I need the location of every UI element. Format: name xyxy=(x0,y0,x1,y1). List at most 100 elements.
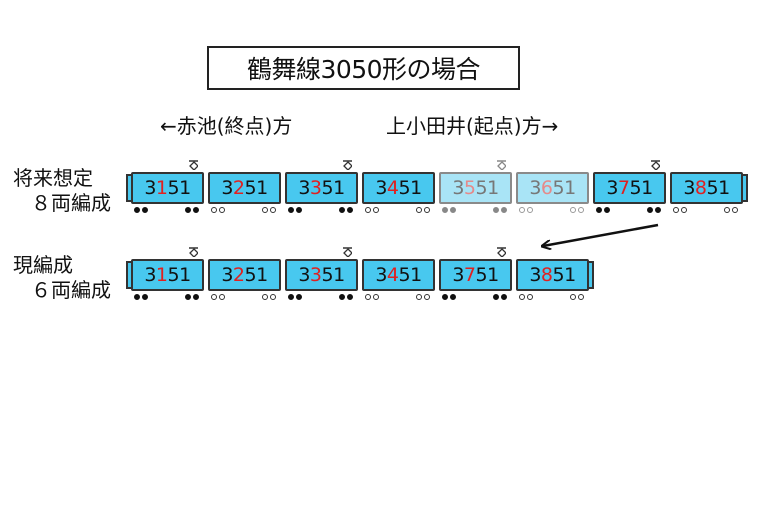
motor-wheel xyxy=(647,207,653,213)
wheel-set xyxy=(516,294,589,302)
car-number-prefix: 3 xyxy=(452,264,464,286)
motor-wheel xyxy=(347,294,353,300)
car-number-suffix: 51 xyxy=(475,264,500,286)
train-end-cap xyxy=(743,174,748,202)
trailer-wheel xyxy=(270,294,276,300)
wheel-set xyxy=(285,207,358,215)
row-label-line1: 将来想定 xyxy=(13,166,93,190)
car-number-prefix: 3 xyxy=(298,264,310,286)
trailer-wheel xyxy=(724,207,730,213)
motor-wheel xyxy=(193,207,199,213)
car-number-suffix: 51 xyxy=(321,177,346,199)
car-number-highlight: 4 xyxy=(386,264,399,286)
wheel-set xyxy=(670,207,743,215)
trailer-wheel xyxy=(373,294,379,300)
trailer-wheel xyxy=(673,207,679,213)
pantograph-icon xyxy=(343,247,352,257)
row-label-line1: 現編成 xyxy=(13,253,73,277)
motor-wheel xyxy=(193,294,199,300)
motor-wheel xyxy=(501,294,507,300)
car-number-prefix: 3 xyxy=(529,264,541,286)
trailer-wheel xyxy=(681,207,687,213)
trailer-wheel xyxy=(365,294,371,300)
trailer-wheel xyxy=(373,207,379,213)
motor-wheel xyxy=(442,294,448,300)
trailer-wheel xyxy=(365,207,371,213)
car-number-suffix: 51 xyxy=(475,177,500,199)
car-number-highlight: 7 xyxy=(463,264,476,286)
trailer-wheel xyxy=(570,294,576,300)
car-number-suffix: 51 xyxy=(321,264,346,286)
motor-wheel xyxy=(501,207,507,213)
motor-wheel xyxy=(142,207,148,213)
pantograph-icon xyxy=(497,247,506,257)
motor-wheel xyxy=(450,294,456,300)
car-number-highlight: 8 xyxy=(540,264,553,286)
car-number-prefix: 3 xyxy=(298,177,310,199)
car-number-suffix: 51 xyxy=(552,264,577,286)
wheel-set xyxy=(439,207,512,215)
car-number-highlight: 3 xyxy=(309,177,322,199)
motor-wheel xyxy=(655,207,661,213)
motor-wheel xyxy=(450,207,456,213)
wheel-set xyxy=(208,207,281,215)
motor-wheel xyxy=(185,294,191,300)
motor-wheel xyxy=(339,294,345,300)
car-number-prefix: 3 xyxy=(375,264,387,286)
trailer-wheel xyxy=(219,294,225,300)
car-number-suffix: 51 xyxy=(244,264,269,286)
train-end-cap xyxy=(126,261,131,289)
row-label-line2: ８両編成 xyxy=(31,191,111,215)
wheel-set xyxy=(516,207,589,215)
row-label-8-car: 将来想定 ８両編成 xyxy=(13,166,111,216)
car-number-highlight: 3 xyxy=(309,264,322,286)
wheel-set xyxy=(439,294,512,302)
row-label-6-car: 現編成 ６両編成 xyxy=(13,253,111,303)
car-number-highlight: 5 xyxy=(463,177,476,199)
car-number-prefix: 3 xyxy=(683,177,695,199)
wheel-set xyxy=(593,207,666,215)
car-number-suffix: 51 xyxy=(398,177,423,199)
train-end-cap xyxy=(126,174,131,202)
direction-label-akaike: ←赤池(終点)方 xyxy=(160,114,293,138)
wheel-set xyxy=(131,294,204,302)
wheel-set xyxy=(285,294,358,302)
train-end-cap xyxy=(589,261,594,289)
trailer-wheel xyxy=(732,207,738,213)
trailer-wheel xyxy=(262,294,268,300)
title-text: 鶴舞線3050形の場合 xyxy=(246,55,481,84)
trailer-wheel xyxy=(211,207,217,213)
trailer-wheel xyxy=(527,207,533,213)
pantograph-icon xyxy=(343,160,352,170)
car-number-prefix: 3 xyxy=(144,264,156,286)
car-number-suffix: 51 xyxy=(398,264,423,286)
trailer-wheel xyxy=(578,207,584,213)
trailer-wheel xyxy=(270,207,276,213)
wheel-set xyxy=(362,294,435,302)
motor-wheel xyxy=(296,207,302,213)
wheel-set xyxy=(208,294,281,302)
trailer-wheel xyxy=(211,294,217,300)
car-number-suffix: 51 xyxy=(629,177,654,199)
motor-wheel xyxy=(442,207,448,213)
